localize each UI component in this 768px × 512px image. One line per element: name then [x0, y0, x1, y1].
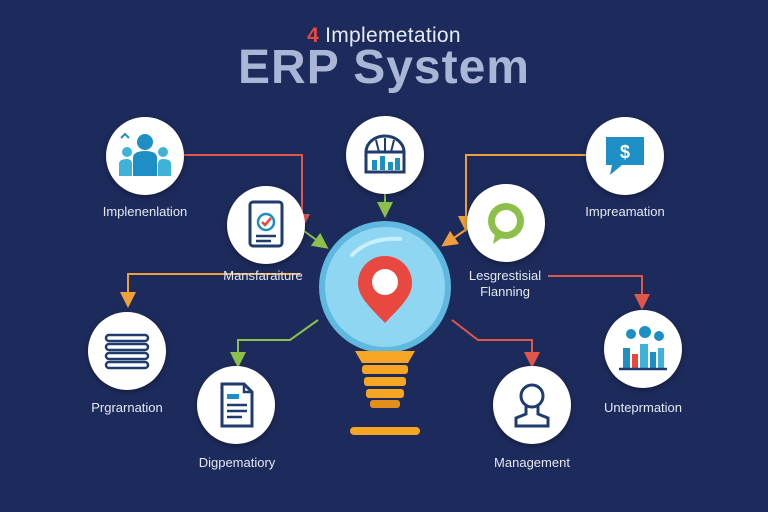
node-implementation[interactable]	[106, 117, 184, 195]
node-programming[interactable]	[88, 312, 166, 390]
location-pin-icon	[358, 256, 412, 323]
label-integration: Impreamation	[585, 204, 665, 219]
label-information: Unteprmation	[603, 400, 683, 415]
connector-programming	[120, 273, 300, 308]
building-chart-icon	[364, 134, 406, 174]
node-top-center[interactable]	[346, 116, 424, 194]
label-manufacturing: Mansfaraiture	[223, 268, 303, 283]
subtitle-text: Implemetation	[325, 24, 461, 47]
node-planning[interactable]	[467, 184, 545, 262]
label-management: Management	[494, 455, 570, 470]
dollar-chat-icon: $	[606, 137, 644, 175]
connector-implementation	[184, 154, 310, 230]
node-information[interactable]	[604, 310, 682, 388]
list-lines-icon	[104, 333, 150, 370]
connector-documentation	[230, 319, 319, 368]
user-profile-icon	[514, 383, 550, 428]
lightbulb-icon	[319, 221, 451, 435]
label-documentation: Digpematiory	[198, 455, 276, 470]
svg-text:$: $	[620, 142, 630, 162]
users-group-icon	[119, 132, 171, 176]
label-implementation: Implenenlation	[102, 204, 188, 219]
node-manufacturing[interactable]	[227, 186, 305, 264]
node-management[interactable]	[493, 366, 571, 444]
label-planning: Lesgrestisial Flanning	[468, 268, 542, 299]
label-programming: Prgrarnation	[91, 400, 163, 415]
chat-bubble-icon	[488, 203, 524, 244]
team-chart-icon	[619, 326, 667, 371]
checklist-document-icon	[248, 200, 284, 248]
connector-information	[548, 275, 650, 310]
document-icon	[220, 382, 254, 428]
subtitle-number: 4	[307, 24, 320, 47]
node-integration[interactable]: $	[586, 117, 664, 195]
connector-integration	[458, 154, 586, 232]
node-documentation[interactable]	[197, 366, 275, 444]
page-title: ERP System	[238, 41, 530, 94]
connector-management	[451, 319, 540, 368]
